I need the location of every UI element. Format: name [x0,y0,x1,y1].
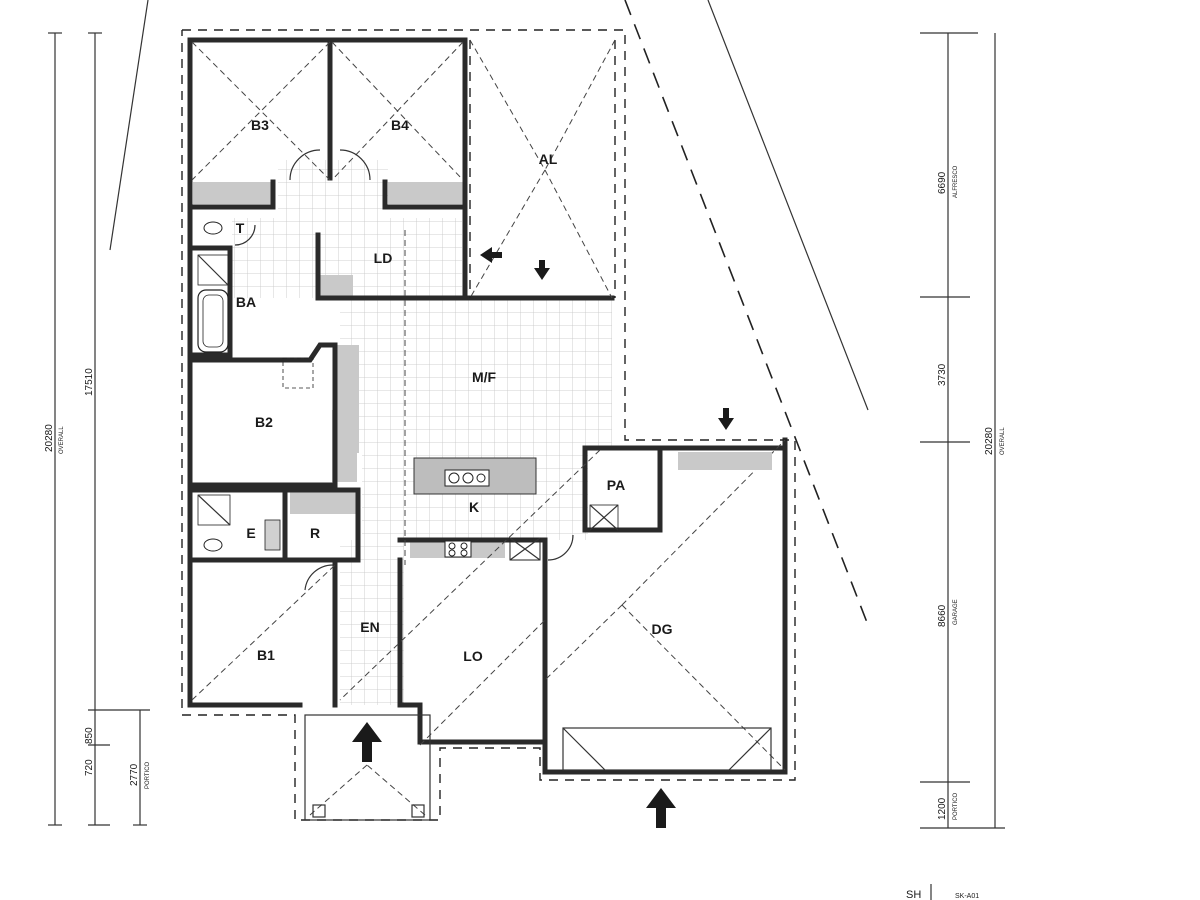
arrow-alfresco-down [534,260,550,280]
dim-left-portico: 2770 [129,763,140,786]
dim-left-portico-label: PORTICO [145,761,151,789]
room-label-ba: BA [236,294,256,310]
room-label-ld: LD [374,250,393,266]
dim-right-portico-label: PORTICO [953,792,959,820]
sheet-initials: SH [906,889,921,900]
garage-door [562,452,772,771]
walls [187,37,788,775]
eaves [181,29,796,821]
dimensions-right: 6690 ALFRESCO 3730 8660 GARAGE 1200 PORT… [920,32,1006,829]
dim-right-overall-label: OVERALL [1000,427,1006,455]
arrow-garage-down [718,408,734,430]
site-boundary [109,0,869,626]
room-label-b1: B1 [257,647,275,663]
room-label-en: EN [360,619,379,635]
roof-hips [191,39,786,771]
entry-arrow-garage [646,788,676,828]
entry-arrows [352,247,734,828]
kitchen-island [413,457,537,495]
dim-right-alfresco-label: ALFRESCO [953,165,959,198]
room-label-al: AL [539,151,558,167]
tiled-floor [232,160,612,705]
room-label-b4: B4 [391,117,409,133]
dim-right-garage-label: GARAGE [953,599,959,625]
room-label-r: R [310,525,320,541]
bath-fixtures [197,221,619,552]
dim-left-overall-label: OVERALL [59,426,65,454]
room-label-mf: M/F [472,369,497,385]
dim-right-garage: 8660 [937,604,948,627]
room-labels: B3 B4 AL T LD BA M/F B2 K PA E R EN B1 L… [236,117,673,664]
room-label-lo: LO [463,648,483,664]
dim-left-main: 17510 [84,368,95,396]
cooktop [444,537,541,561]
entry-arrow-front [352,722,382,762]
sheet-reference: SH SK-A01 [906,884,979,900]
room-label-k: K [469,499,479,515]
portico [304,714,431,821]
room-label-b2: B2 [255,414,273,430]
dim-right-portico: 1200 [937,797,948,820]
room-label-t: T [236,220,245,236]
arrow-alfresco-left [480,247,502,263]
room-label-pa: PA [607,477,625,493]
dim-left-overall: 20280 [44,424,55,452]
door-swings [234,149,574,591]
room-label-e: E [246,525,255,541]
dim-right-overall: 20280 [984,427,995,455]
dim-left-720: 720 [84,759,95,776]
dim-left-850: 850 [84,727,95,744]
dimensions-left: 20280 OVERALL 17510 850 720 2770 PORTICO [44,32,151,826]
room-label-dg: DG [652,621,673,637]
sheet-number: SK-A01 [955,893,979,900]
dim-right-alfresco: 6690 [937,171,948,194]
dim-right-mid: 3730 [937,363,948,386]
room-label-b3: B3 [251,117,269,133]
